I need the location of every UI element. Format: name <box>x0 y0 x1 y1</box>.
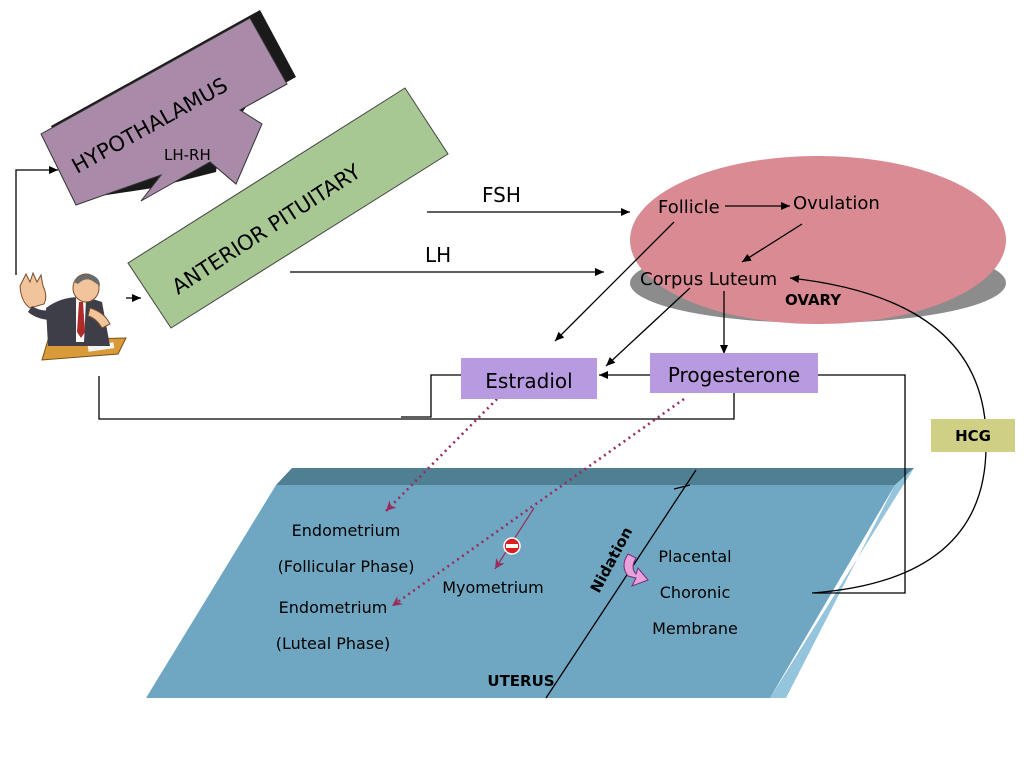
uterus-side-edge <box>770 468 914 698</box>
choronic-label: Choronic <box>660 583 731 602</box>
hypothalamus-block: HYPOTHALAMUS LH-RH <box>40 10 296 206</box>
corpus-luteum-to-estradiol-arrow <box>605 287 691 367</box>
myometrium-label: Myometrium <box>442 578 544 597</box>
other-hand <box>87 307 111 329</box>
estradiol-to-endometrium-arrow <box>385 398 498 512</box>
estradiol-box: Estradiol <box>461 358 597 399</box>
nidation-curved-arrow-icon <box>623 553 649 587</box>
endometrium-follicular-label: Endometrium <box>292 521 401 540</box>
progesterone-label: Progesterone <box>668 363 800 387</box>
membrane-label: Membrane <box>652 619 738 638</box>
raised-hand <box>19 271 47 309</box>
uterus-label: UTERUS <box>487 672 554 690</box>
connectors <box>15 166 987 594</box>
person-to-hypothalamus-arrow <box>15 166 58 275</box>
hcg-box-bg <box>931 419 1015 452</box>
progesterone-box: Progesterone <box>650 353 818 393</box>
lh-label: LH <box>425 243 451 267</box>
lh-rh-label: LH-RH <box>164 146 211 164</box>
no-entry-icon <box>503 537 521 555</box>
ovary-label: OVARY <box>785 291 842 309</box>
person-clipart <box>19 271 127 361</box>
negative-feedback-line <box>98 374 735 420</box>
placenta-to-estradiol-line <box>814 374 906 594</box>
luteal-phase-label: (Luteal Phase) <box>276 634 390 653</box>
endometrium-luteal-label: Endometrium <box>279 598 388 617</box>
anterior-pituitary-box <box>127 87 449 329</box>
progesterone-box-bg <box>650 353 818 393</box>
ovulation-label: Ovulation <box>793 193 880 214</box>
hair <box>74 274 100 286</box>
hypothalamus-arrow-shape <box>40 17 288 206</box>
ovulation-to-corpus-luteum-arrow <box>741 223 803 263</box>
corpus-luteum-label: Corpus Luteum <box>640 269 777 290</box>
ovary <box>630 156 1006 324</box>
follicle-to-estradiol-arrow <box>554 221 675 342</box>
uterus-face <box>146 485 895 698</box>
fsh-label: FSH <box>482 183 521 207</box>
hormone-action-arrows <box>385 397 685 608</box>
nidation-divider-line <box>545 469 697 699</box>
hcg-label: HCG <box>955 427 991 445</box>
estradiol-box-bg <box>461 358 597 399</box>
arm <box>28 306 54 320</box>
follicular-phase-label: (Follicular Phase) <box>278 557 415 576</box>
hcg-box: HCG <box>931 419 1015 452</box>
uterus-block <box>146 468 914 699</box>
placental-label: Placental <box>658 547 731 566</box>
divider-tick <box>673 484 691 490</box>
follicle-label: Follicle <box>658 197 720 218</box>
ovary-body <box>630 156 1006 324</box>
estradiol-label: Estradiol <box>485 369 572 393</box>
tie <box>77 302 85 338</box>
uterus-top-edge <box>276 468 914 485</box>
